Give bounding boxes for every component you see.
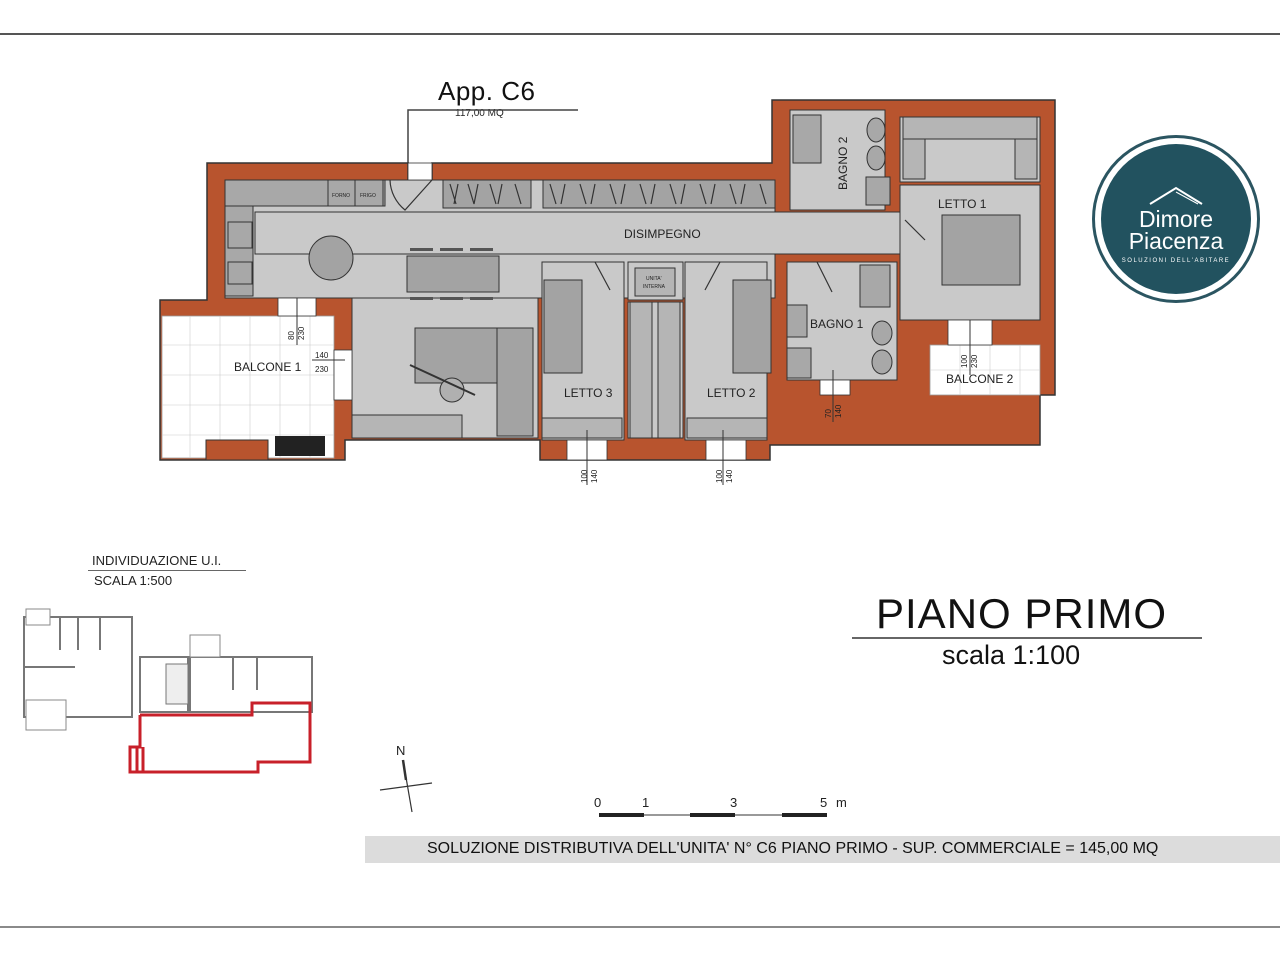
minimap-balconies (25, 608, 221, 731)
corridor-floor (254, 211, 906, 255)
footer-bar (365, 836, 1280, 863)
tv-unit-icon (351, 414, 463, 439)
scale-label-0: 0 (594, 795, 601, 810)
minimap-stairs (165, 663, 189, 705)
frigo-unit (354, 179, 384, 207)
dim-letto2-h: 140 (725, 469, 734, 483)
bagno2-toilet-icon (866, 145, 886, 171)
plan-title-underline (852, 637, 1202, 639)
letto1-bed-icon (941, 214, 1021, 286)
label-bagno1: BAGNO 1 (810, 317, 864, 331)
logo-circle: Dimore Piacenza SOLUZIONI DELL'ABITARE (1101, 144, 1251, 294)
closet-left-icon (902, 138, 926, 180)
planter-icon (275, 436, 325, 456)
title-leader-line (407, 109, 578, 170)
balcony-tiles (162, 316, 1040, 458)
dim-kitchen-h: 230 (297, 326, 306, 340)
stools (410, 248, 493, 300)
scale-label-3: 3 (730, 795, 737, 810)
label-unita: UNITA' (646, 276, 662, 282)
lamp-icon (409, 364, 476, 396)
logo-line2: Piacenza (1128, 228, 1224, 254)
letto3-bed-icon (543, 279, 583, 374)
label-disimpegno: DISIMPEGNO (624, 227, 701, 241)
dim-balcone2-w: 100 (960, 354, 969, 368)
scale-label-1: 1 (642, 795, 649, 810)
location-minimap (23, 616, 313, 718)
door-swings (389, 179, 926, 293)
plan-scale: scala 1:100 (942, 640, 1081, 670)
scale-label-5: 5 (820, 795, 827, 810)
label-balcone1: BALCONE 1 (234, 360, 302, 374)
footer-caption: SOLUZIONE DISTRIBUTIVA DELL'UNITA' N° C6… (427, 840, 1159, 857)
plan-title: PIANO PRIMO (876, 590, 1168, 637)
bagno2-sink-icon (865, 176, 891, 206)
label-interna: INTERNA (643, 284, 666, 290)
closet-top-icon (902, 116, 1038, 140)
scale-unit: m (836, 795, 847, 810)
kitchen (224, 179, 386, 297)
logo-tagline: SOLUZIONI DELL'ABITARE (1121, 258, 1231, 264)
letto3-desk-icon (541, 417, 623, 439)
location-title-underline (88, 570, 246, 571)
house-roof-icon (1149, 186, 1203, 205)
unit-title: App. C6 (438, 76, 536, 106)
dimension-leaders (296, 298, 971, 485)
north-label: N (396, 743, 405, 758)
island-icon (406, 255, 500, 293)
balcone1-wall-stub (205, 439, 269, 461)
letto2-bed-icon (732, 279, 772, 374)
label-letto1: LETTO 1 (938, 197, 987, 211)
bagno1-washer-icon (786, 347, 812, 379)
stove-icon (227, 221, 253, 249)
frigo-label: FRIGO (360, 193, 376, 199)
logo-badge: Dimore Piacenza SOLUZIONI DELL'ABITARE (1092, 135, 1260, 303)
bathroom-fixtures (786, 114, 893, 379)
unita-interna-icon (634, 267, 676, 297)
north-arrow-icon (379, 759, 433, 813)
bagno1-bidet-icon (871, 320, 893, 346)
forno-unit (327, 179, 356, 207)
bagno1-sink-icon (786, 304, 808, 338)
wardrobe-left-icon (629, 301, 653, 439)
sink-icon (227, 261, 253, 285)
forno-label: FORNO (332, 193, 350, 199)
sofa-icon (414, 327, 534, 437)
beds (543, 214, 1021, 374)
dim-bagno1-w: 70 (824, 409, 833, 418)
dim-kitchen-w: 80 (287, 331, 296, 340)
label-letto2: LETTO 2 (707, 386, 756, 400)
label-letto3: LETTO 3 (564, 386, 613, 400)
balcone1-area (161, 315, 335, 459)
label-bagno2: BAGNO 2 (836, 136, 850, 190)
unit-area: 117,00 MQ (455, 108, 504, 119)
letto2-desk-icon (686, 417, 768, 439)
bagno2-shower-icon (792, 114, 822, 164)
bagno2-bidet-icon (866, 117, 886, 143)
location-title: INDIVIDUAZIONE U.I. (92, 553, 222, 568)
scale-bar (599, 813, 827, 817)
dim-balcone1-w: 140 (315, 351, 329, 360)
wardrobe-right-icon (657, 301, 681, 439)
dim-letto2-w: 100 (715, 469, 724, 483)
label-balcone2: BALCONE 2 (946, 372, 1014, 386)
dining-table-icon (308, 235, 354, 281)
closet-right-icon (1014, 138, 1038, 180)
bagno1-toilet-icon (871, 349, 893, 375)
minimap-unit-highlight (128, 701, 312, 774)
bagno1-shower-icon (859, 264, 891, 308)
hangers (449, 183, 767, 205)
dim-letto3-w: 100 (580, 469, 589, 483)
dim-balcone2-h: 230 (970, 354, 979, 368)
dim-letto3-h: 140 (590, 469, 599, 483)
dim-bagno1-h: 140 (834, 404, 843, 418)
top-border-line (0, 33, 1280, 35)
dim-balcone1-h: 230 (315, 365, 329, 374)
logo-line1: Dimore (1138, 206, 1214, 232)
bottom-border-line (0, 926, 1280, 928)
location-scale: SCALA 1:500 (94, 573, 173, 588)
